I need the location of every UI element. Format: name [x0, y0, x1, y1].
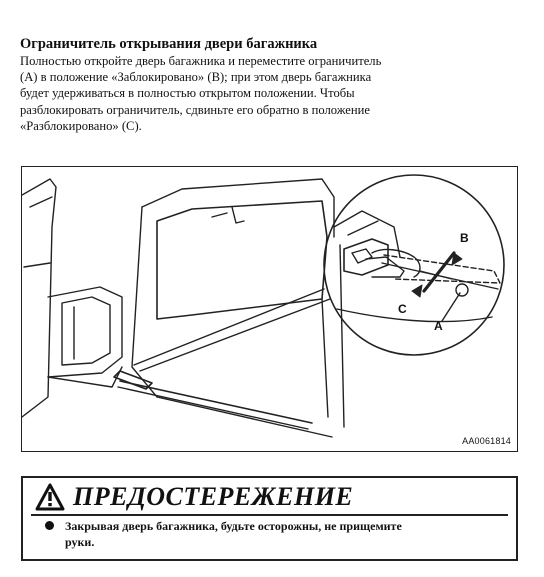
- warning-title-row: ПРЕДОСТЕРЕЖЕНИЕ: [35, 482, 353, 512]
- illustration-drawing: [22, 174, 505, 438]
- paragraph-line: Полностью откройте дверь багажника и пер…: [20, 54, 382, 68]
- warning-line: Закрывая дверь багажника, будьте осторож…: [65, 519, 402, 533]
- warning-title: ПРЕДОСТЕРЕЖЕНИЕ: [73, 482, 354, 511]
- label-a: A: [434, 319, 443, 333]
- paragraph-line: (A) в положение «Заблокировано» (B); при…: [20, 70, 372, 85]
- tailgate-stopper-illustration: B C A AA0061814: [21, 166, 518, 452]
- warning-item: Закрывая дверь багажника, будьте осторож…: [45, 518, 505, 550]
- paragraph-line: разблокировать ограничитель, сдвиньте ег…: [20, 102, 370, 117]
- paragraph-line: «Разблокировано» (C).: [20, 118, 142, 133]
- bullet-icon: [45, 521, 54, 530]
- paragraph-line: будет удерживаться в полностью открытом …: [20, 86, 355, 101]
- instruction-paragraph: Полностью откройте дверь багажника и пер…: [20, 53, 510, 134]
- warning-line: руки.: [65, 535, 95, 549]
- warning-box: ПРЕДОСТЕРЕЖЕНИЕ Закрывая дверь багажника…: [21, 476, 518, 561]
- figure-code: AA0061814: [462, 436, 511, 446]
- warning-divider: [31, 514, 508, 516]
- label-c: C: [398, 302, 407, 316]
- section-heading: Ограничитель открывания двери багажника: [20, 36, 318, 52]
- label-b: B: [460, 231, 469, 245]
- warning-triangle-icon: [35, 483, 65, 511]
